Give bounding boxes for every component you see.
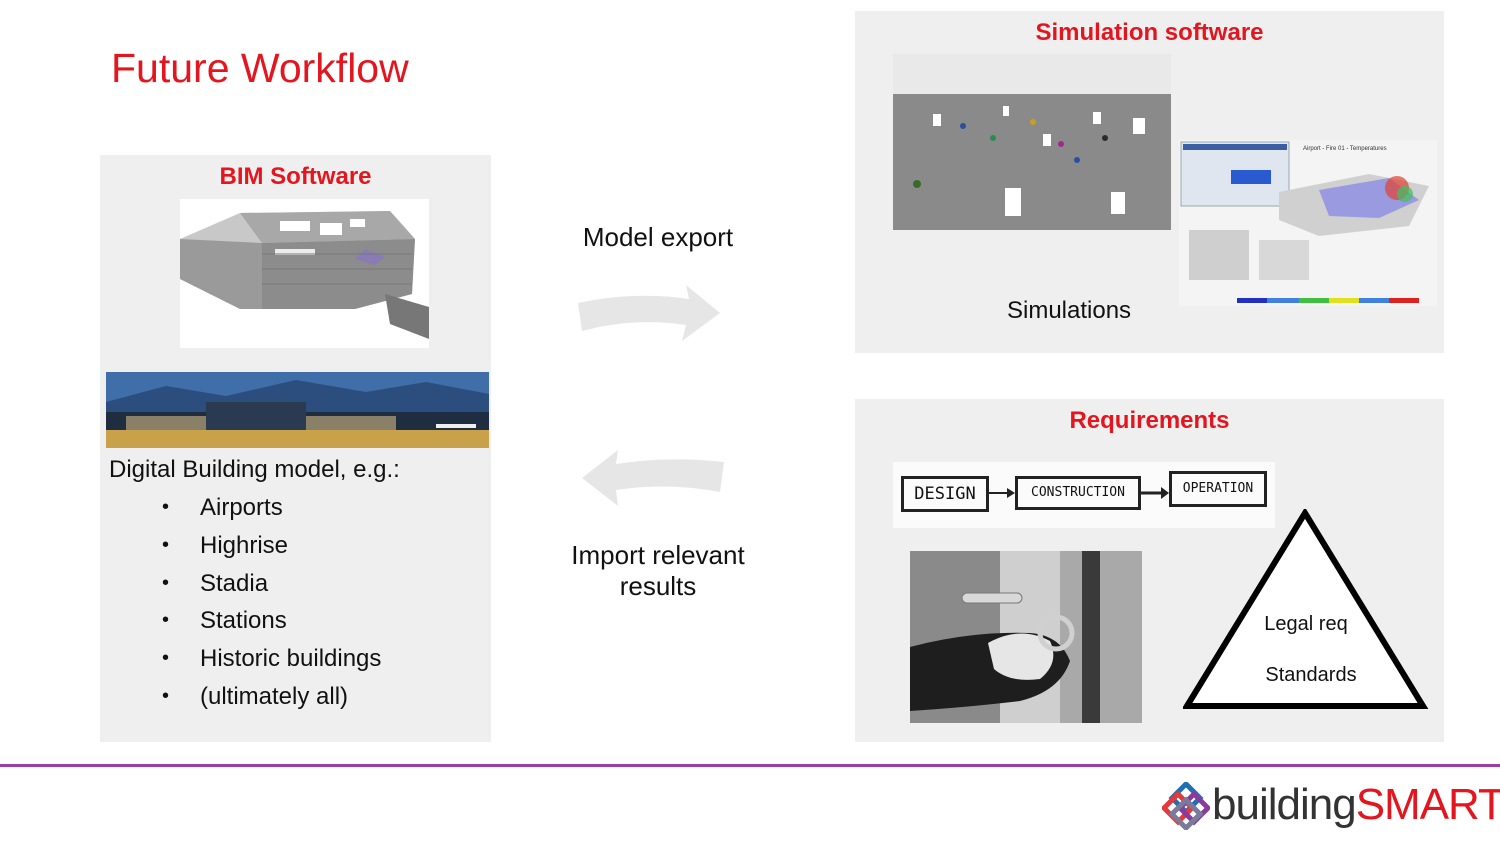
backward-arrow-icon [578, 448, 728, 510]
simulation-software-panel: Simulation software [855, 11, 1444, 353]
list-item: Airports [104, 489, 484, 527]
door-handle-photo [910, 551, 1142, 723]
stage-construction: CONSTRUCTION [1015, 476, 1141, 510]
bim-description: Digital Building model, e.g.: [109, 456, 400, 483]
bim-software-panel: BIM Software [100, 155, 491, 742]
triangle-label-legal: Legal req [1264, 613, 1348, 635]
import-label-line1: Import relevant [571, 540, 745, 570]
requirements-triangle: Legal req Standards [1181, 507, 1429, 711]
list-item: Historic buildings [104, 640, 484, 678]
list-item: Stadia [104, 565, 484, 603]
model-export-label: Model export [582, 222, 734, 252]
arrow-right-icon [1141, 486, 1169, 500]
requirements-panel-title: Requirements [1069, 407, 1230, 434]
forward-arrow-icon [574, 283, 724, 345]
buildingsmart-logo: buildingSMART® [1162, 780, 1500, 832]
import-results-label: Import relevant results [538, 540, 778, 602]
triangle-label-standards: Standards [1265, 664, 1357, 686]
plot-title: Airport - Fire 01 - Temperatures [1303, 146, 1387, 152]
lifecycle-sketch: DESIGN CONSTRUCTION OPERATION [893, 462, 1275, 528]
list-item: Stations [104, 602, 484, 640]
fire-simulation-image: Airport - Fire 01 - Temperatures [1179, 140, 1437, 306]
simulations-caption: Simulations [1007, 297, 1132, 324]
simulation-panel-title: Simulation software [1035, 19, 1264, 46]
footer-divider [0, 764, 1500, 767]
list-item: (ultimately all) [104, 678, 484, 716]
stage-design: DESIGN [901, 476, 989, 512]
list-item: Highrise [104, 527, 484, 565]
stage-operation: OPERATION [1169, 471, 1267, 507]
crowd-simulation-image [893, 54, 1171, 230]
logo-building-text: building [1212, 780, 1357, 829]
requirements-panel: Requirements DESIGN CONSTRUCTION OPERATI… [855, 399, 1444, 742]
bim-examples-list: Airports Highrise Stadia Stations Histor… [104, 489, 484, 716]
bim-panel-title: BIM Software [219, 163, 372, 190]
logo-smart-text: SMART [1355, 780, 1500, 829]
arrow-right-icon [989, 486, 1015, 500]
logo-wordmark: buildingSMART® [1212, 780, 1500, 830]
buildingsmart-logo-icon [1162, 782, 1210, 830]
import-label-line2: results [619, 571, 697, 601]
slide-title: Future Workflow [111, 45, 409, 91]
airport-photo [106, 372, 489, 448]
bim-model-image [180, 199, 429, 348]
